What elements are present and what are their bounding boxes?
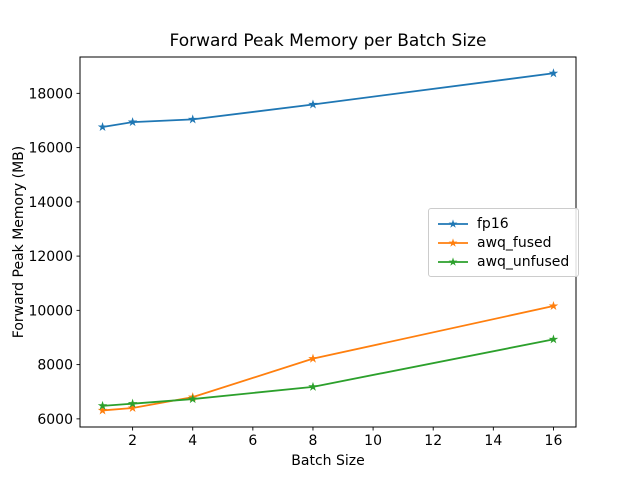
legend-item-awq-unfused: awq_unfused (437, 252, 569, 271)
y-tick-label: 16000 (28, 141, 73, 157)
marker-awq_unfused (187, 394, 198, 404)
marker-fp16 (548, 68, 559, 78)
marker-awq_unfused (308, 381, 318, 391)
marker-awq_fused (308, 353, 318, 363)
marker-fp16 (127, 117, 138, 127)
series-line-awq_unfused (101, 338, 555, 407)
marker-awq_unfused (127, 398, 138, 408)
legend-label: awq_fused (477, 234, 552, 251)
series-line-awq_fused (101, 305, 555, 412)
x-tick-label: 4 (188, 433, 197, 449)
chart-title: Forward Peak Memory per Batch Size (169, 31, 487, 51)
x-tick-label: 14 (484, 433, 502, 449)
line-marker-sample-icon (438, 218, 468, 228)
y-tick-label: 14000 (28, 195, 73, 211)
legend-item-awq-fused: awq_fused (437, 233, 569, 252)
legend-label: fp16 (477, 215, 509, 232)
y-tick-label: 12000 (28, 249, 73, 265)
x-tick-label: 16 (545, 433, 563, 449)
marker-fp16 (187, 114, 198, 124)
x-tick-label: 10 (364, 433, 382, 449)
marker-awq_unfused (97, 400, 108, 410)
marker-awq_fused (548, 301, 559, 311)
marker-awq_unfused (548, 334, 559, 344)
legend-label: awq_unfused (477, 253, 570, 270)
y-tick-label: 6000 (37, 412, 73, 428)
y-tick-label: 8000 (37, 358, 73, 374)
legend-item-fp16: fp16 (437, 214, 569, 233)
y-tick-label: 18000 (28, 86, 73, 102)
y-tick-label: 10000 (28, 303, 73, 319)
line-marker-sample-icon (438, 256, 468, 266)
x-axis-label: Batch Size (291, 453, 365, 469)
y-axis-label: Forward Peak Memory (MB) (11, 145, 27, 339)
marker-fp16 (308, 99, 318, 109)
x-tick-label: 6 (248, 433, 257, 449)
marker-awq_fused (97, 405, 108, 415)
x-tick-label: 12 (424, 433, 442, 449)
series-line-fp16 (101, 72, 555, 128)
line-marker-sample-icon (438, 237, 468, 247)
marker-awq_fused (127, 403, 138, 413)
legend: fp16 awq_fused awq_unfused (428, 208, 580, 277)
x-tick-label: 2 (128, 433, 137, 449)
x-tick-label: 8 (309, 433, 318, 449)
marker-fp16 (97, 121, 108, 132)
